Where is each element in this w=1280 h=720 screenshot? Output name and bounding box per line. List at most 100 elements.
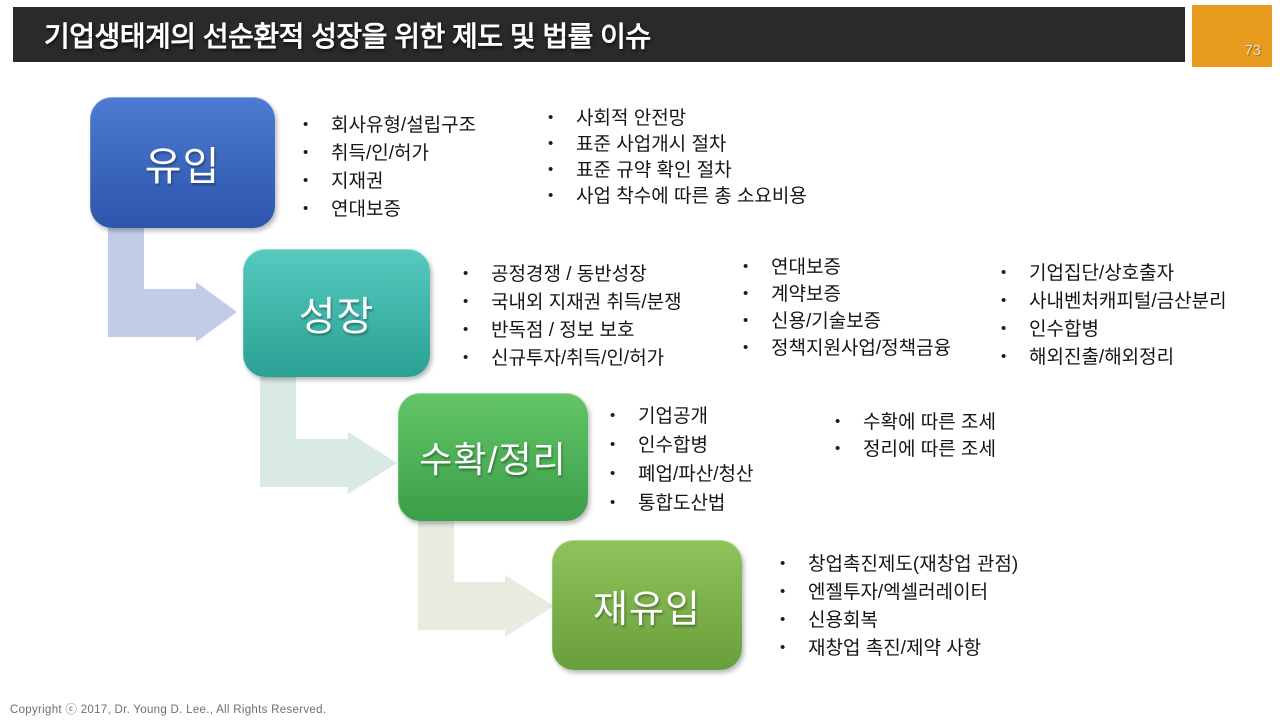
bullet-item: • 표준 사업개시 절차 xyxy=(545,132,807,158)
bullet-dot-icon: • xyxy=(303,116,309,133)
stage-box-reentry: 재유입 xyxy=(552,540,742,670)
copyright-text: Copyright ⓒ 2017, Dr. Young D. Lee., All… xyxy=(10,704,327,716)
bullet-item: • 기업공개 xyxy=(607,402,753,431)
bullet-list-reentry-1: •창업촉진제도(재창업 관점)•엔젤투자/엑셀러레이터•신용회복•재창업 촉진/… xyxy=(777,551,1018,663)
bullet-text: 표준 규약 확인 절차 xyxy=(576,160,732,181)
bullet-item: • 수확에 따른 조세 xyxy=(832,409,996,436)
bullet-text: 통합도산법 xyxy=(638,493,726,514)
bullet-text: 사회적 안전망 xyxy=(576,108,687,129)
page-number: 73 xyxy=(1244,42,1261,59)
bullet-item: • 연대보증 xyxy=(740,254,951,281)
bullet-list-harvest-1: •기업공개•인수합병•폐업/파산/청산•통합도산법 xyxy=(607,402,753,518)
stage-box-inflow: 유입 xyxy=(90,97,275,228)
bullet-dot-icon: • xyxy=(463,265,469,282)
bullet-item: • 반독점 / 정보 보호 xyxy=(460,317,682,345)
bullet-dot-icon: • xyxy=(610,436,616,453)
bullet-text: 공정경쟁 / 동반성장 xyxy=(491,264,647,285)
bullet-list-growth-2: • 연대보증 • 계약보증 • 신용/기술보증 • 정책지원사업/정책금융 xyxy=(740,254,951,362)
bullet-list-inflow-2: •사회적 안전망 • 표준 사업개시 절차 • 표준 규약 확인 절차 • 사업 착수에 따… xyxy=(545,106,807,210)
bullet-dot-icon: • xyxy=(548,187,554,204)
bullet-dot-icon: • xyxy=(610,407,616,424)
stage-box-growth: 성장 xyxy=(243,249,430,377)
stage-label: 재유입 xyxy=(593,588,701,631)
bullet-dot-icon: • xyxy=(743,258,749,275)
bullet-dot-icon: • xyxy=(1001,348,1007,365)
bullet-text: 신규투자/취득/인/허가 xyxy=(491,348,665,369)
bullet-text: 정책지원사업/정책금융 xyxy=(771,338,952,359)
bullet-text: 반독점 / 정보 보호 xyxy=(491,320,635,341)
bullet-text: 계약보증 xyxy=(771,284,841,305)
bullet-list-growth-1: • 공정경쟁 / 동반성장 • 국내외 지재권 취득/분쟁 • 반독점 / 정보 보호 •신… xyxy=(460,261,682,373)
bullet-text: 연대보증 xyxy=(771,257,841,278)
bullet-text: 신용회복 xyxy=(808,610,878,631)
bullet-text: 정리에 따른 조세 xyxy=(863,439,996,460)
bullet-dot-icon: • xyxy=(1001,320,1007,337)
bullet-item: • 사업 착수에 따른 총 소요비용 xyxy=(545,184,807,210)
bullet-text: 사업 착수에 따른 총 소요비용 xyxy=(576,186,807,207)
bullet-item: • 국내외 지재권 취득/분쟁 xyxy=(460,289,682,317)
bullet-list-harvest-2: • 수확에 따른 조세 • 정리에 따른 조세 xyxy=(832,409,996,463)
bullet-text: 사내벤처캐피털/금산분리 xyxy=(1029,291,1227,312)
bullet-item: • 신용/기술보증 xyxy=(740,308,951,335)
bullet-item: • 해외진출/해외정리 xyxy=(998,344,1227,372)
bullet-item: • 계약보증 xyxy=(740,281,951,308)
page-title: 기업생태계의 선순환적 성장을 위한 제도 및 법률 이슈 xyxy=(44,20,651,52)
bullet-item: •지재권 xyxy=(300,168,476,196)
bullet-dot-icon: • xyxy=(743,285,749,302)
bullet-text: 수확에 따른 조세 xyxy=(863,412,996,433)
bullet-dot-icon: • xyxy=(548,161,554,178)
bullet-item: •사회적 안전망 xyxy=(545,106,807,132)
bullet-text: 회사유형/설립구조 xyxy=(331,115,477,136)
stage-label: 수확/정리 xyxy=(419,439,567,480)
bullet-item: • 사내벤처캐피털/금산분리 xyxy=(998,288,1227,316)
bullet-text: 엔젤투자/엑셀러레이터 xyxy=(808,582,989,603)
bullet-dot-icon: • xyxy=(610,465,616,482)
bullet-item: •인수합병 xyxy=(607,431,753,460)
header-bar: 기업생태계의 선순환적 성장을 위한 제도 및 법률 이슈 xyxy=(13,7,1185,62)
bullet-item: • 취득/인/허가 xyxy=(300,140,476,168)
bullet-item: • 정책지원사업/정책금융 xyxy=(740,335,951,362)
bullet-dot-icon: • xyxy=(743,339,749,356)
bullet-text: 폐업/파산/청산 xyxy=(638,464,754,485)
bullet-dot-icon: • xyxy=(303,200,309,217)
bullet-text: 취득/인/허가 xyxy=(331,143,429,164)
bullet-text: 인수합병 xyxy=(1029,319,1099,340)
bullet-dot-icon: • xyxy=(303,172,309,189)
bullet-item: • 기업집단/상호출자 xyxy=(998,260,1227,288)
bent-arrow-icon xyxy=(108,228,237,342)
bullet-text: 표준 사업개시 절차 xyxy=(576,134,727,155)
bullet-dot-icon: • xyxy=(463,321,469,338)
bullet-item: •신규투자/취득/인/허가 xyxy=(460,345,682,373)
bullet-text: 창업촉진제도(재창업 관점) xyxy=(808,554,1019,575)
bullet-dot-icon: • xyxy=(463,293,469,310)
bullet-dot-icon: • xyxy=(610,494,616,511)
bullet-item: • 엔젤투자/엑셀러레이터 xyxy=(777,579,1018,607)
bullet-text: 연대보증 xyxy=(331,199,401,220)
bullet-list-growth-3: • 기업집단/상호출자 • 사내벤처캐피털/금산분리 • 인수합병 • 해외진출/해외정리 xyxy=(998,260,1227,372)
bullet-text: 재창업 촉진/제약 사항 xyxy=(808,638,982,659)
stage-label: 유입 xyxy=(144,144,221,189)
bullet-dot-icon: • xyxy=(835,413,841,430)
bullet-dot-icon: • xyxy=(743,312,749,329)
bullet-dot-icon: • xyxy=(835,440,841,457)
bullet-dot-icon: • xyxy=(548,135,554,152)
stage-box-harvest-exit: 수확/정리 xyxy=(398,393,588,521)
bullet-dot-icon: • xyxy=(780,583,786,600)
bullet-dot-icon: • xyxy=(303,144,309,161)
bullet-item: • 창업촉진제도(재창업 관점) xyxy=(777,551,1018,579)
bullet-dot-icon: • xyxy=(780,555,786,572)
bullet-text: 해외진출/해외정리 xyxy=(1029,347,1175,368)
bullet-text: 기업공개 xyxy=(638,406,708,427)
bullet-dot-icon: • xyxy=(1001,292,1007,309)
bullet-item: • 공정경쟁 / 동반성장 xyxy=(460,261,682,289)
bullet-item: • 회사유형/설립구조 xyxy=(300,112,476,140)
bullet-text: 국내외 지재권 취득/분쟁 xyxy=(491,292,682,313)
bullet-dot-icon: • xyxy=(1001,264,1007,281)
bullet-text: 기업집단/상호출자 xyxy=(1029,263,1175,284)
bullet-list-inflow-1: •회사유형/설립구조•취득/인/허가•지재권•연대보증 xyxy=(300,112,476,224)
bullet-text: 신용/기술보증 xyxy=(771,311,882,332)
bullet-item: • 폐업/파산/청산 xyxy=(607,460,753,489)
bullet-item: • 인수합병 xyxy=(998,316,1227,344)
bullet-item: • 정리에 따른 조세 xyxy=(832,436,996,463)
